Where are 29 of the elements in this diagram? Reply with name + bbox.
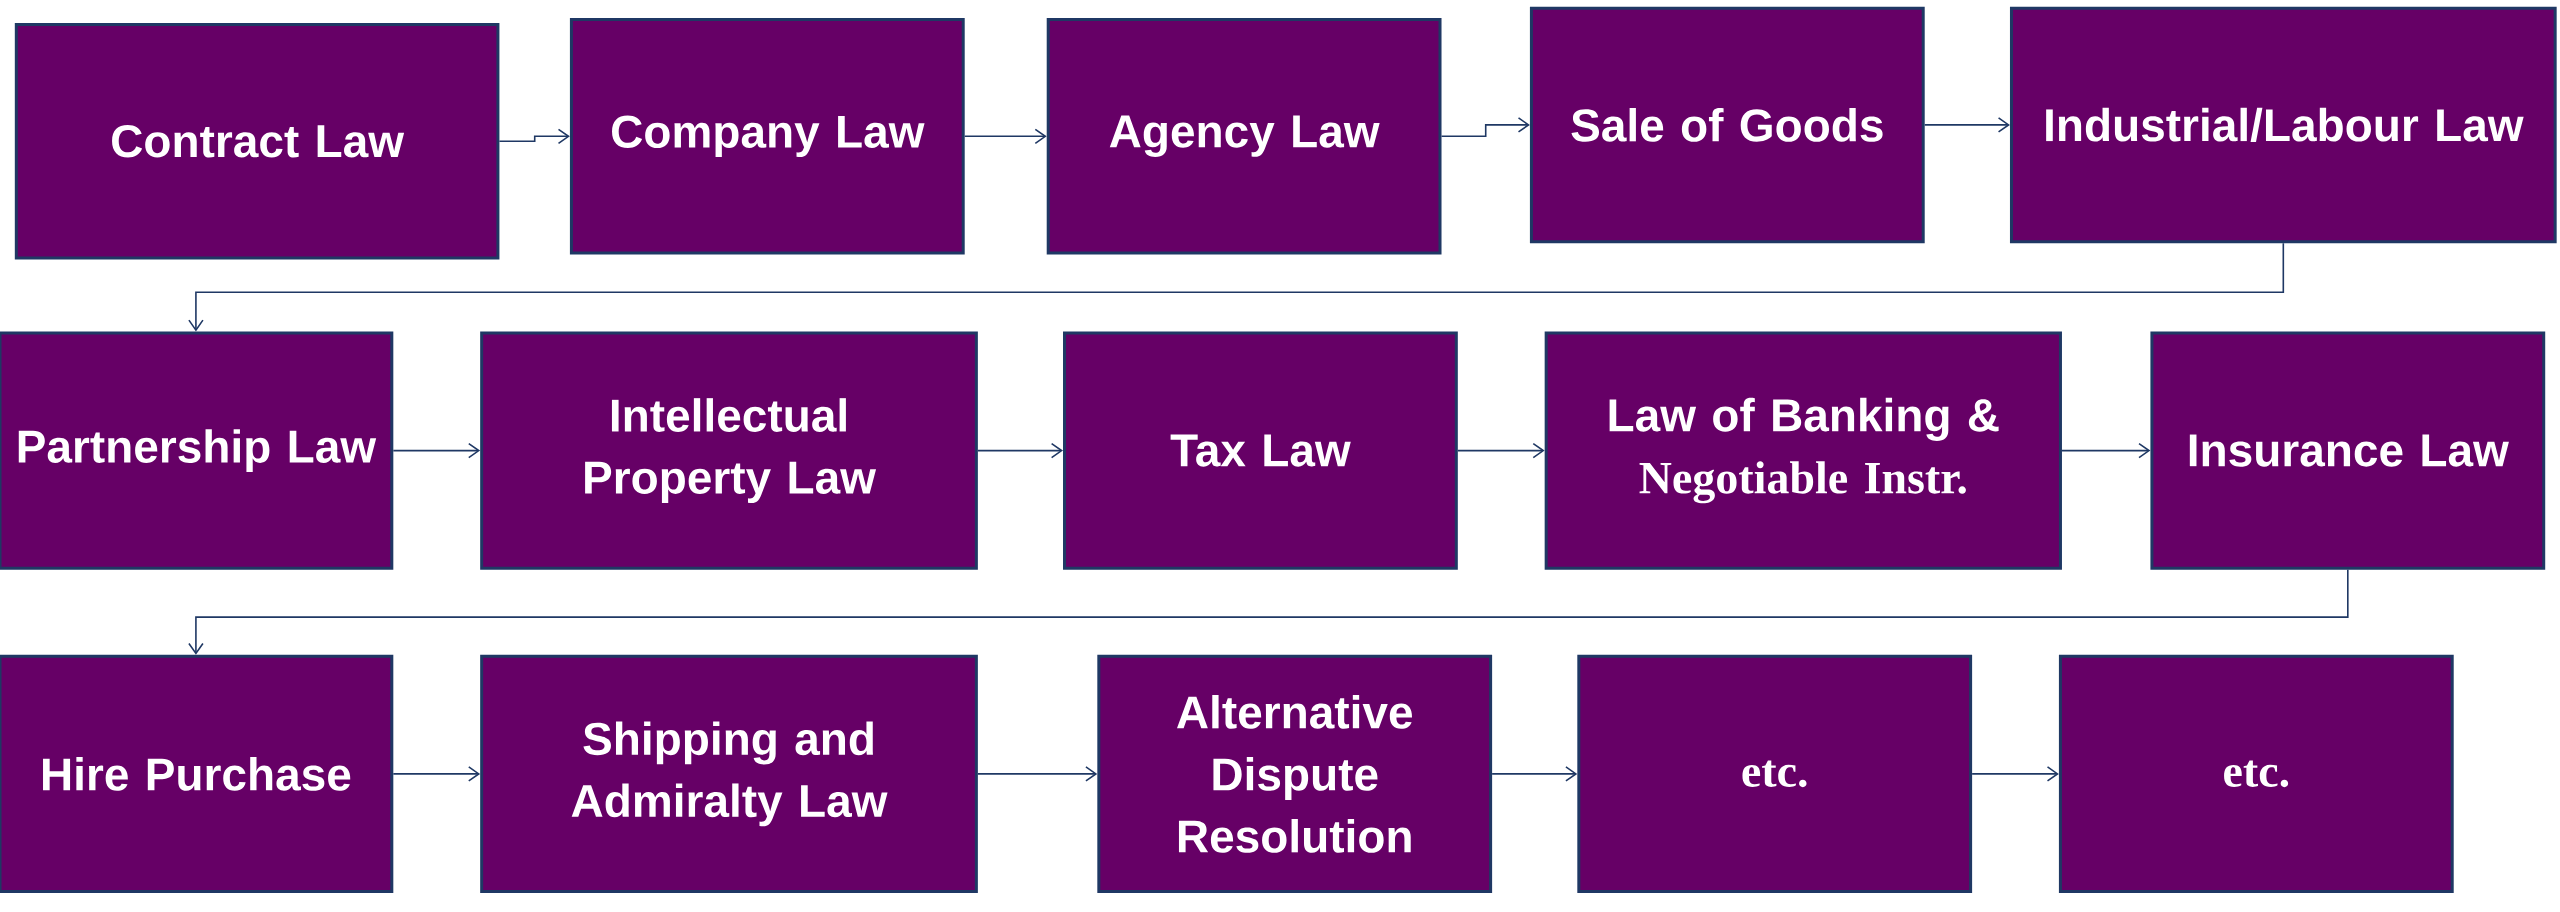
process-box: Sale of Goods (1529, 6, 1925, 244)
arrow (1923, 117, 2010, 133)
process-box: Shipping and Admiralty Law (480, 654, 978, 893)
arrow (188, 568, 2349, 655)
arrow (1440, 117, 1530, 138)
arrow (2061, 442, 2151, 459)
arrow (977, 442, 1063, 459)
process-box: etc. (2058, 654, 2454, 893)
process-box: Hire Purchase (0, 654, 394, 893)
arrow (1457, 442, 1545, 459)
process-box: Industrial/Labour Law (2009, 6, 2557, 244)
process-box: etc. (1577, 654, 1973, 893)
arrow (392, 442, 481, 459)
process-box: Law of Banking & Negotiable Instr. (1544, 331, 2062, 570)
process-box: Intellectual Property Law (480, 331, 978, 570)
arrow (963, 128, 1047, 145)
process-box: Tax Law (1063, 331, 1458, 570)
arrow (977, 766, 1098, 782)
arrow (498, 128, 570, 145)
arrow (392, 766, 481, 782)
process-box: Company Law (569, 18, 965, 255)
process-box: Agency Law (1046, 18, 1442, 255)
arrow (1971, 766, 2059, 782)
process-box: Insurance Law (2150, 331, 2546, 570)
arrow (188, 242, 2285, 332)
process-box: Alternative Dispute Resolution (1097, 654, 1493, 893)
process-box: Contract Law (14, 22, 500, 260)
arrow (1491, 766, 1578, 782)
process-box: Partnership Law (0, 331, 394, 570)
